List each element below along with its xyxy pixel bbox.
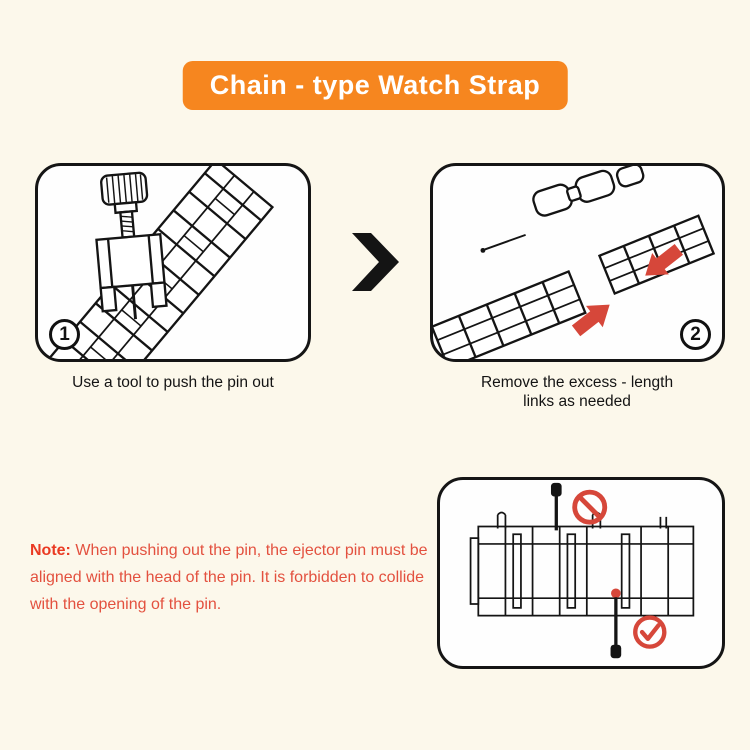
loose-pin-drawing (480, 233, 526, 253)
next-step-chevron-icon (352, 233, 399, 291)
note-paragraph: Note: When pushing out the pin, the ejec… (30, 538, 448, 619)
prohibition-icon (572, 489, 608, 525)
page-title: Chain - type Watch Strap (209, 70, 541, 100)
step2-number-badge: 2 (680, 319, 711, 350)
note-label: Note: (30, 542, 71, 559)
title-banner: Chain - type Watch Strap (182, 61, 568, 110)
remove-links-illustration (433, 166, 716, 359)
step2-panel: 2 (430, 163, 725, 362)
insert-direction-arrow-icons (571, 244, 684, 337)
top-ejector-pin-drawing (550, 482, 562, 531)
check-icon (633, 615, 667, 649)
pin-alignment-illustration (469, 482, 695, 659)
push-pin-tool-illustration (47, 166, 275, 359)
step1-caption: Use a tool to push the pin out (72, 374, 274, 391)
step2-caption: Remove the excess - length links as need… (480, 374, 674, 411)
bottom-ejector-pin-drawing (610, 588, 622, 659)
detached-links-drawing (532, 166, 645, 217)
step1-panel: 1 (35, 163, 311, 362)
step1-number: 1 (59, 323, 70, 345)
pin-alignment-detail-panel (437, 477, 725, 669)
step2-number: 2 (690, 323, 701, 345)
right-band-segment-drawing (597, 214, 716, 296)
link-remover-tool-drawing (95, 171, 168, 320)
note-text: When pushing out the pin, the ejector pi… (30, 542, 428, 613)
step1-number-badge: 1 (49, 319, 80, 350)
left-band-drawing (433, 269, 587, 359)
band-cross-section-drawing (469, 525, 695, 617)
